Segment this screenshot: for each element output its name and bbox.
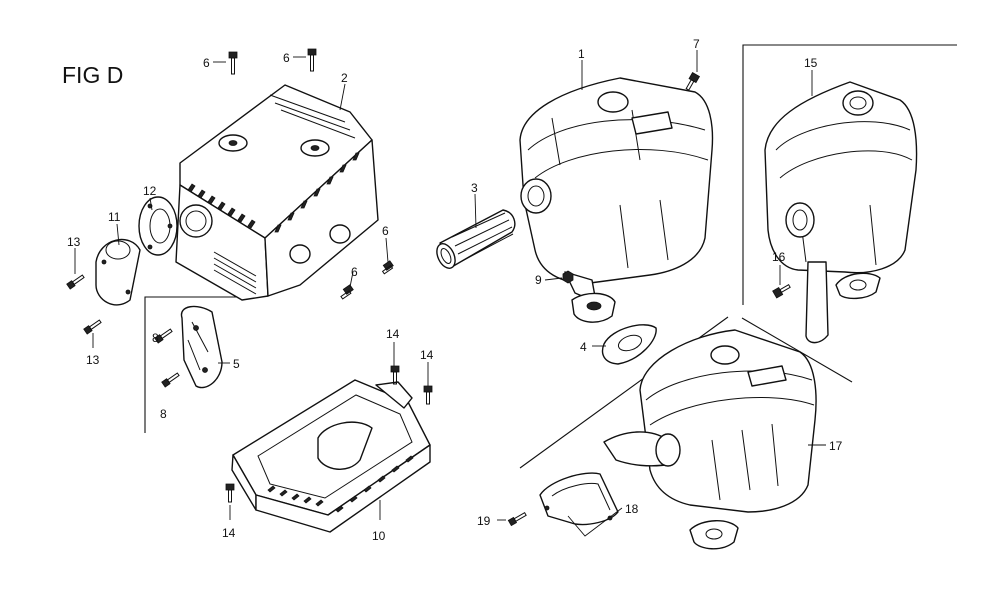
figure-title: FIG D [62,62,123,88]
callout-14-bottom: 14 [222,526,236,540]
callout-7: 7 [693,37,700,51]
section-frames [144,44,957,469]
callout-8-lower: 8 [160,407,167,421]
callout-2: 2 [341,71,348,85]
cap-part-11 [95,238,141,306]
callout-19: 19 [477,514,491,528]
callout-13-lower: 13 [86,353,100,367]
callout-11: 11 [108,210,121,224]
bracket-part-5 [180,305,223,389]
callout-9: 9 [535,273,542,287]
gasket-part-12 [138,196,178,256]
callout-15: 15 [804,56,818,70]
callout-14-right: 14 [420,348,434,362]
callout-8-upper: 8 [152,331,159,345]
callout-6-top-left: 6 [203,56,210,70]
under-protector-part-10 [231,379,431,533]
callout-1: 1 [578,47,585,61]
spark-arrester-part-3 [436,209,516,269]
callouts: 1 2 3 4 5 6 6 6 6 7 8 8 9 10 11 12 13 13… [67,37,843,543]
muffler-protector-part-2 [175,84,379,301]
callout-14-top: 14 [386,327,400,341]
callout-12: 12 [143,184,157,198]
callout-4: 4 [580,340,587,354]
gasket-part-4 [601,324,657,365]
deflector-part-18 [539,472,619,526]
callout-5: 5 [233,357,240,371]
callout-6-top-middle: 6 [283,51,290,65]
leader-lines [74,50,826,537]
callout-16: 16 [772,250,786,264]
bolts [66,48,791,527]
callout-6-right: 6 [382,224,389,238]
muffler-part-17 [603,329,817,550]
muffler-part-15 [764,81,918,344]
callout-17: 17 [829,439,843,453]
muffler-part-1 [519,77,714,323]
callout-10: 10 [372,529,386,543]
callout-6-lower: 6 [351,265,358,279]
callout-13-upper: 13 [67,235,81,249]
callout-18: 18 [625,502,639,516]
callout-3: 3 [471,181,478,195]
